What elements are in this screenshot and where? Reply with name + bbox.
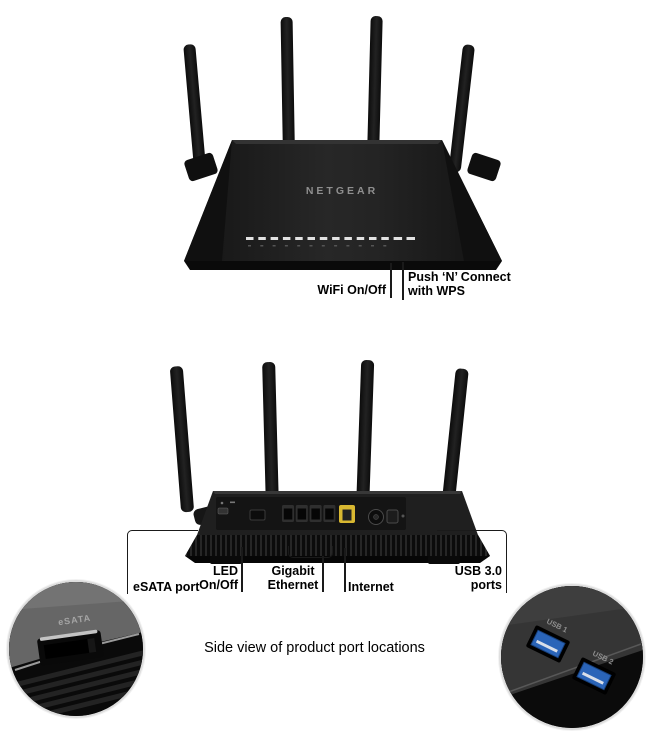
antenna-icon — [183, 44, 206, 173]
rear-vent-grille — [185, 535, 490, 556]
antenna-icon — [356, 360, 375, 513]
esata-slot-icon — [37, 629, 104, 666]
usb-closeup-inset: USB 1 USB 2 — [499, 584, 645, 730]
front-base — [184, 261, 502, 270]
netgear-logo: NETGEAR — [306, 185, 378, 197]
rear-port-panel — [216, 497, 406, 530]
esata-print-label: eSATA — [57, 613, 91, 628]
figure-caption: Side view of product port locations — [204, 640, 425, 656]
antenna-icon — [367, 16, 383, 159]
antenna-icon — [280, 17, 295, 160]
antenna-icon — [170, 366, 194, 513]
antenna-icon — [262, 361, 279, 513]
front-antennas — [183, 16, 475, 173]
wps-leader-line — [402, 262, 404, 300]
usb-closeup-photo: USB 1 USB 2 — [501, 586, 643, 728]
label-push-n-connect-line2: with WPS — [408, 284, 465, 298]
antenna-icon — [449, 44, 475, 173]
front-antenna-bases — [184, 152, 501, 182]
front-led-row — [246, 237, 415, 247]
label-led-line2: On/Off — [199, 578, 238, 592]
label-gigabit-ethernet: Gigabit Ethernet — [264, 564, 322, 592]
esata-leader-line — [127, 530, 198, 594]
label-led-line1: LED — [213, 564, 238, 578]
internet-leader-line — [344, 548, 346, 592]
led-leader-line — [241, 547, 243, 592]
esata-vent-slats — [9, 649, 143, 716]
wps-button-icon — [406, 237, 415, 240]
label-usb-line1: USB 3.0 — [454, 564, 502, 578]
label-wifi-on-off: WiFi On/Off — [317, 283, 386, 297]
power-button-icon — [386, 509, 399, 524]
rear-foot — [428, 556, 460, 564]
power-connector-icon — [368, 509, 384, 525]
label-gigabit-line1: Gigabit — [271, 564, 315, 578]
label-led-on-off: LED On/Off — [185, 564, 238, 592]
antenna-icon — [441, 368, 469, 513]
label-usb-line2: ports — [470, 578, 502, 592]
usb-leader-line — [437, 530, 507, 593]
esata-closeup-inset: eSATA — [7, 580, 145, 718]
ethernet-ports-icon — [282, 505, 336, 522]
label-internet: Internet — [348, 580, 394, 594]
front-body — [184, 140, 502, 270]
led-switch-icon — [217, 507, 229, 515]
wifi-leader-line — [390, 263, 392, 298]
internet-port-icon — [339, 505, 355, 523]
rear-foot — [210, 556, 242, 564]
label-usb-ports: USB 3.0 ports — [430, 564, 502, 592]
esata-port-icon — [249, 509, 266, 521]
label-push-n-connect-line1: Push ‘N’ Connect — [408, 270, 511, 284]
label-gigabit-line2: Ethernet — [267, 578, 319, 592]
gigabit-leader-line — [322, 556, 324, 592]
label-esata-port: eSATA port — [133, 580, 200, 594]
gigabit-bracket-line — [288, 546, 333, 558]
label-push-n-connect: Push ‘N’ Connect with WPS — [408, 270, 511, 298]
wifi-button-icon — [393, 237, 403, 240]
esata-closeup-photo: eSATA — [9, 582, 143, 716]
router-front-photo: NETGEAR — [183, 16, 502, 270]
